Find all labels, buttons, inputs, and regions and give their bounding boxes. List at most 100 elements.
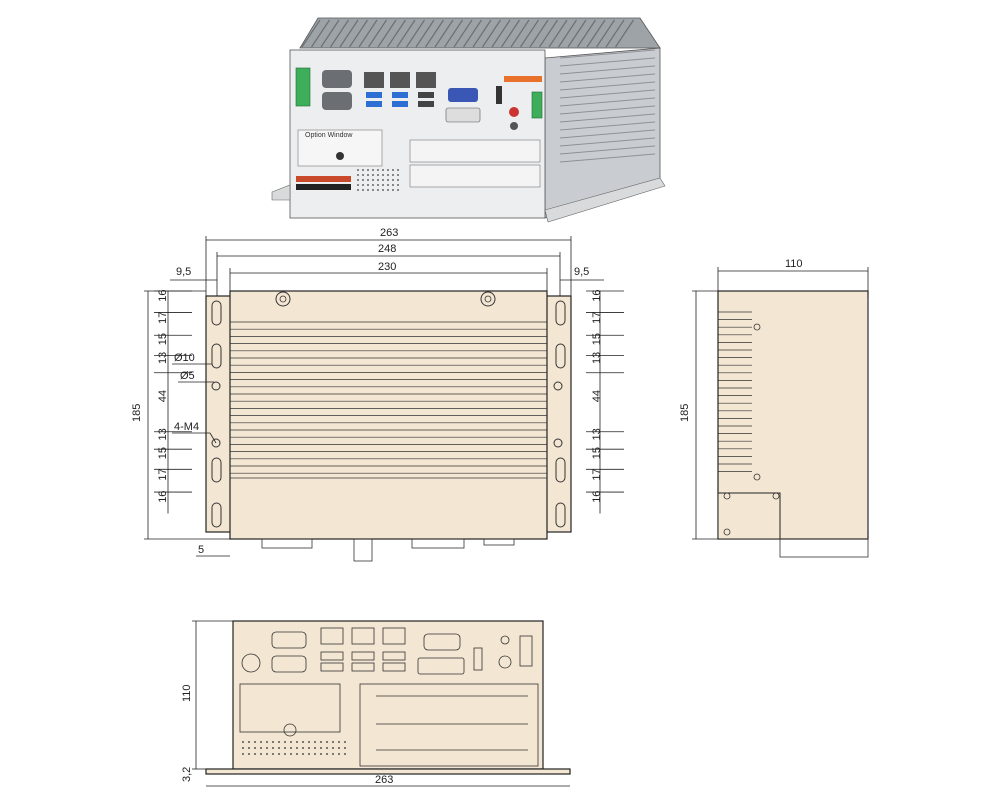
heatsink-fin: [320, 19, 340, 48]
dim-ear-left: 9,5: [176, 266, 191, 278]
vent-hole: [392, 179, 394, 181]
front-view: 263 248 230 9,5 9,5 185 1617151344131517…: [131, 227, 624, 562]
vent-hole: [242, 747, 244, 749]
dim-overall-width: 263: [380, 227, 398, 239]
vent-hole: [260, 753, 262, 755]
dim-chain-value: 44: [157, 390, 169, 402]
heatsink-fin: [577, 19, 596, 48]
side-fin: [559, 129, 656, 139]
vent-hole: [367, 184, 369, 186]
vent-hole: [392, 189, 394, 191]
heatsink-fin: [548, 19, 568, 48]
vent-hole: [260, 747, 262, 749]
vent-hole: [367, 174, 369, 176]
vent-hole: [357, 184, 359, 186]
dim-chain-value: 17: [591, 312, 603, 324]
heatsink-fin: [453, 19, 473, 48]
side-fin: [559, 65, 656, 75]
vent-hole: [387, 179, 389, 181]
vent-hole: [338, 741, 340, 743]
dim-chain-value: 13: [157, 428, 169, 440]
vent-hole: [377, 174, 379, 176]
vent-hole: [367, 189, 369, 191]
side-fin: [559, 137, 656, 147]
side-view: 110 185: [679, 258, 869, 558]
vent-hole: [278, 747, 280, 749]
vent-hole: [242, 753, 244, 755]
heatsink-fin: [491, 19, 511, 48]
vent-hole: [397, 184, 399, 186]
dim-chain-value: 17: [591, 468, 603, 480]
vent-hole: [314, 741, 316, 743]
vent-hole: [248, 741, 250, 743]
vent-hole: [387, 189, 389, 191]
heatsink-fin: [406, 19, 425, 48]
vent-hole: [382, 174, 384, 176]
dim-chain-value: 13: [591, 352, 603, 364]
vent-hole: [320, 747, 322, 749]
dim-chain-value: 13: [157, 352, 169, 364]
vent-hole: [320, 753, 322, 755]
vent-hole: [362, 184, 364, 186]
heatsink-fin: [387, 19, 406, 48]
vent-hole: [382, 189, 384, 191]
vent-hole: [314, 753, 316, 755]
vent-hole: [367, 179, 369, 181]
vent-hole: [278, 741, 280, 743]
side-fin: [559, 73, 656, 83]
vent-hole: [362, 179, 364, 181]
dim-depth-side: 110: [785, 258, 803, 270]
vent-hole: [387, 174, 389, 176]
vent-hole: [332, 747, 334, 749]
vent-hole: [377, 184, 379, 186]
vent-hole: [302, 753, 304, 755]
vent-hole: [362, 169, 364, 171]
heatsink-fin: [501, 19, 520, 48]
vent-hole: [302, 747, 304, 749]
vent-hole: [302, 741, 304, 743]
heatsink-fin: [605, 19, 625, 48]
side-fin: [559, 153, 656, 163]
vent-hole: [357, 189, 359, 191]
vent-hole: [320, 741, 322, 743]
vent-hole: [357, 169, 359, 171]
heatsink-fin: [520, 19, 539, 48]
vent-hole: [308, 741, 310, 743]
vent-hole: [296, 741, 298, 743]
vent-hole: [382, 179, 384, 181]
vent-hole: [296, 747, 298, 749]
vent-hole: [397, 174, 399, 176]
dim-chain-value: 44: [591, 390, 603, 402]
vent-hole: [377, 179, 379, 181]
vent-hole: [308, 753, 310, 755]
vent-hole: [326, 747, 328, 749]
side-fin: [559, 105, 656, 115]
vent-hole: [290, 747, 292, 749]
vent-hole: [357, 174, 359, 176]
vent-hole: [254, 753, 256, 755]
dim-chain-value: 16: [157, 289, 169, 301]
dim-chain-value: 15: [157, 333, 169, 345]
heatsink-fin: [482, 19, 501, 48]
io-view: 110 3,2 263: [181, 620, 571, 787]
dim-ear-right: 9,5: [574, 266, 589, 278]
dim-heatsink-width: 230: [378, 261, 396, 273]
side-fin: [559, 113, 656, 123]
heatsink-fin: [463, 19, 482, 48]
dim-chain-value: 16: [591, 289, 603, 301]
side-fin: [559, 89, 656, 99]
vent-hole: [272, 747, 274, 749]
vent-hole: [284, 747, 286, 749]
vent-hole: [254, 747, 256, 749]
vent-hole: [290, 753, 292, 755]
heatsink-fin: [330, 19, 349, 48]
heatsink-fin: [596, 19, 615, 48]
vent-hole: [372, 189, 374, 191]
side-fin: [559, 57, 656, 67]
vent-hole: [372, 184, 374, 186]
vent-hole: [372, 169, 374, 171]
vent-hole: [397, 189, 399, 191]
dim-height-side: 185: [679, 404, 691, 422]
vent-hole: [272, 753, 274, 755]
